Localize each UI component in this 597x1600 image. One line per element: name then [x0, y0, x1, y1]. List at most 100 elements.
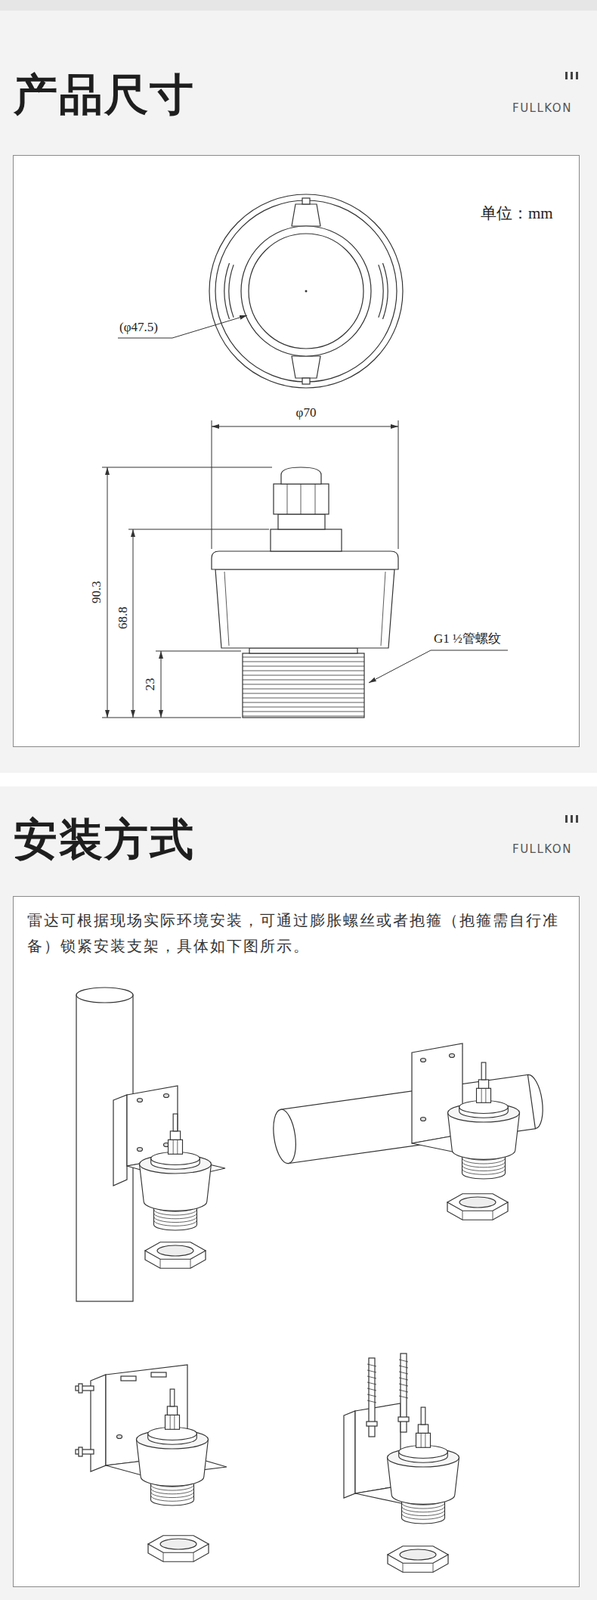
gland-edge [420, 1432, 422, 1447]
screw-nut [398, 1416, 409, 1421]
bolt-hole [137, 1147, 143, 1151]
radar-sensor [387, 1406, 460, 1523]
pipe-body [281, 1073, 536, 1163]
gland-edge [481, 1087, 483, 1102]
extension-line [128, 528, 270, 530]
panel: 产品尺寸单位：mm [12, 154, 580, 747]
cable [481, 1061, 486, 1080]
gland-edge [173, 1138, 174, 1154]
screw-rib [367, 1369, 377, 1372]
tab-slot [302, 197, 310, 205]
cable [420, 1406, 426, 1424]
screw-rib [399, 1370, 409, 1374]
thread-line [242, 715, 365, 717]
logo-mark [565, 814, 568, 823]
side-groove [228, 264, 234, 318]
dimension-line [107, 467, 109, 718]
thread-line [151, 1494, 195, 1501]
thread-line [462, 1164, 506, 1171]
logo-mark [570, 814, 573, 823]
hex-nut [148, 1534, 209, 1562]
dimension-label: φ70 [296, 405, 317, 421]
screw-rib [399, 1364, 409, 1368]
nut-edge [402, 1562, 404, 1572]
nut-hole [399, 1548, 437, 1560]
panel: 安装方式雷达可根据现场实际环境安装，可通过膨胀螺丝或者抱箍（抱箍需自行准备）锁紧… [12, 895, 580, 1587]
dimension-line [133, 528, 134, 718]
top-strip [0, 0, 597, 11]
nut-edge [433, 1562, 434, 1572]
logo-mark [565, 71, 568, 80]
thread-line [242, 692, 365, 694]
bolt-hole [163, 1093, 170, 1098]
bolt-hole [420, 1116, 427, 1121]
extension-line [102, 717, 242, 718]
bracket-flange [113, 1094, 127, 1185]
thread-label: G1 ½管螺纹 [433, 631, 502, 647]
gland-edge [300, 483, 302, 514]
screw-rib [367, 1387, 377, 1390]
nut-top [145, 1241, 206, 1259]
thread-line [242, 702, 365, 703]
nut-hole [157, 1244, 194, 1256]
center-dot [305, 290, 308, 293]
pipe-end [76, 986, 134, 1003]
hex-nut [145, 1241, 206, 1269]
dimension-line [160, 650, 162, 718]
thread-line [242, 679, 365, 681]
thread-line [402, 1512, 446, 1519]
screw-rib [399, 1358, 409, 1362]
thread-line [151, 1487, 195, 1494]
lens-face [248, 233, 364, 349]
cable [173, 1113, 178, 1131]
hex-nut [387, 1545, 449, 1572]
gland-edge [170, 1413, 171, 1429]
thread-line [154, 1219, 198, 1226]
thread-line [242, 711, 365, 712]
lid [211, 550, 399, 570]
pipe [270, 1072, 547, 1164]
gland-edge [176, 1138, 178, 1154]
stud [120, 1375, 137, 1380]
screw-rib [367, 1375, 377, 1378]
body-edge [224, 571, 229, 646]
screw-nut [366, 1420, 378, 1426]
gland-edge [424, 1432, 426, 1447]
stud [151, 1371, 167, 1377]
nut-top [387, 1545, 449, 1563]
gland-edge [173, 1413, 175, 1429]
thread-line [242, 688, 365, 690]
radar-sensor [448, 1061, 520, 1179]
top-tab [291, 204, 321, 226]
thread-line [402, 1509, 446, 1516]
bolt-hole [117, 1434, 123, 1439]
lens-ring [241, 225, 372, 356]
nut-edge [163, 1551, 164, 1561]
thread-line [242, 697, 365, 699]
description-text: 雷达可根据现场实际环境安装，可通过膨胀螺丝或者抱箍（抱箍需自行准备）锁紧安装支架… [27, 906, 564, 959]
gland-edge [287, 483, 288, 514]
logo-mark [575, 814, 579, 823]
gland-cap [170, 1130, 180, 1139]
gland-edge [485, 1087, 486, 1102]
nut-edge [462, 1209, 464, 1219]
gland-neck [278, 513, 325, 529]
thread-line [242, 674, 365, 676]
housing-outline [209, 194, 403, 388]
gland-nut [416, 1432, 431, 1447]
thread-line [242, 665, 365, 667]
housing-rim [215, 200, 397, 382]
dimension-label: (φ47.5) [119, 320, 158, 335]
dimension-label: 68.8 [116, 606, 131, 629]
side-groove [224, 262, 230, 319]
side-groove [378, 264, 384, 318]
section-band [0, 785, 597, 1600]
thread-line [402, 1505, 446, 1512]
top-plate [270, 528, 342, 551]
gland-nut [273, 483, 329, 514]
extension-line [155, 650, 242, 652]
panel-ground [12, 154, 580, 747]
side-groove [382, 262, 388, 319]
